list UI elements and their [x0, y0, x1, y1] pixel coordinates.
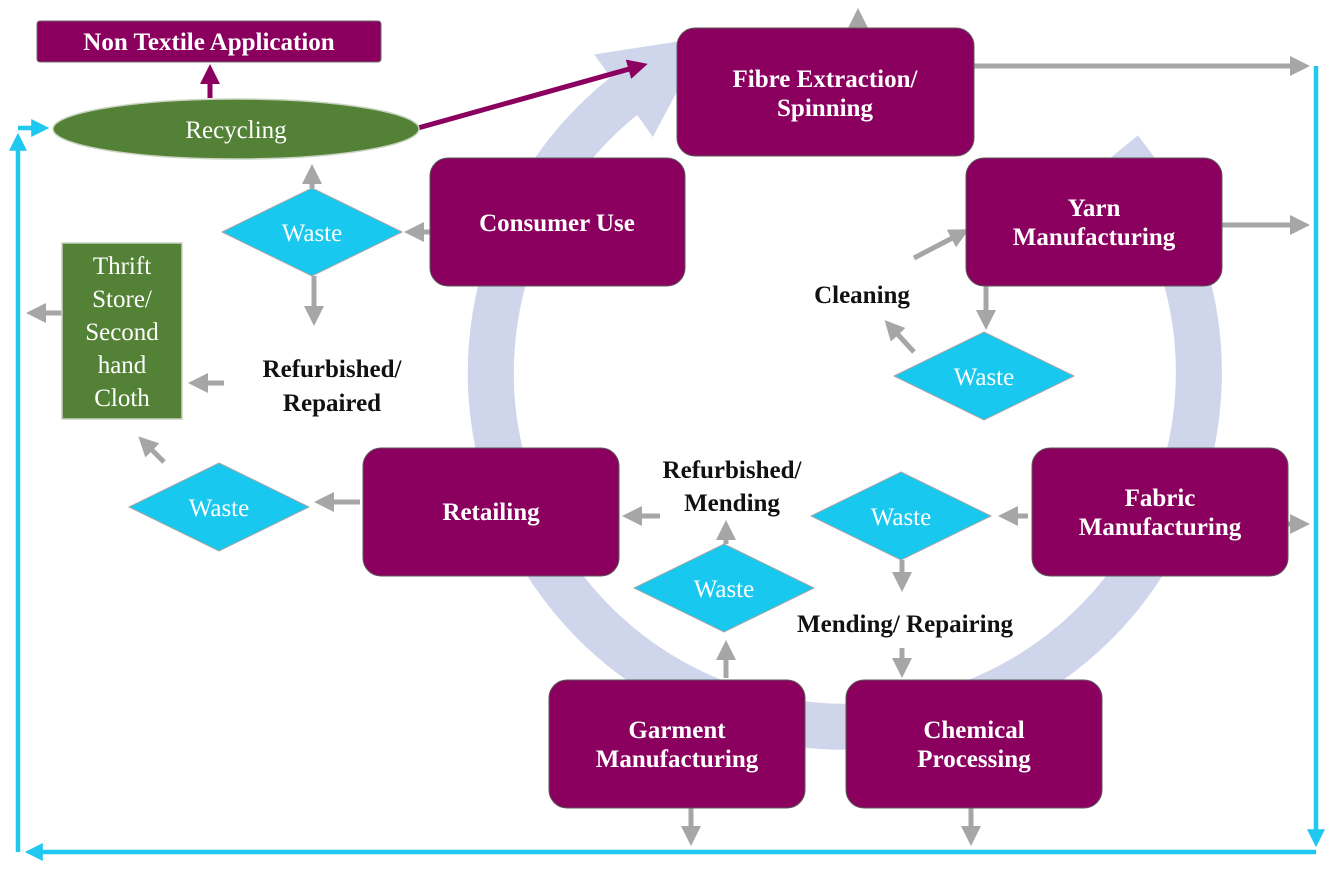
retailing-label: Retailing [442, 499, 540, 526]
waste-retail-label: Waste [189, 495, 249, 522]
fabric-label-line2: Manufacturing [1079, 514, 1242, 541]
outer-loop [9, 66, 1325, 861]
cleaning-label: Cleaning [814, 282, 910, 309]
fibre-label-line1: Fibre Extraction/ [733, 66, 919, 93]
non-textile-label: Non Textile Application [83, 29, 335, 56]
thrift-line2: Store/ [92, 286, 152, 313]
garment-manufacturing-box: Garment Manufacturing [548, 679, 806, 809]
waste-diamond-consumer: Waste [220, 187, 404, 277]
waste-garment-label: Waste [694, 576, 754, 603]
yarn-label-line1: Yarn [1068, 195, 1121, 222]
thrift-line4: hand [98, 352, 147, 379]
fabric-label-line1: Fabric [1125, 485, 1196, 512]
waste-diamond-garment: Waste [632, 543, 816, 633]
chemical-processing-box: Chemical Processing [845, 679, 1103, 809]
garment-label-line2: Manufacturing [596, 746, 759, 773]
refurbished-repaired-line2: Repaired [283, 390, 381, 417]
consumer-use-label: Consumer Use [479, 210, 635, 237]
thrift-line1: Thrift [93, 253, 151, 280]
recycling-node: Recycling [52, 98, 420, 160]
non-textile-application-box: Non Textile Application [36, 20, 382, 63]
fibre-label-line2: Spinning [777, 95, 873, 122]
recycling-arrows [200, 59, 648, 131]
chemical-label-line2: Processing [917, 746, 1031, 773]
grey-arrows [26, 8, 1310, 846]
thrift-line5: Cloth [94, 385, 150, 412]
refurbished-mending-line2: Mending [684, 490, 780, 517]
refurbished-repaired-line1: Refurbished/ [263, 356, 403, 383]
mending-repairing-label: Mending/ Repairing [797, 611, 1013, 638]
consumer-use-box: Consumer Use [429, 157, 686, 287]
waste-diamond-fabric: Waste [809, 471, 993, 561]
thrift-line3: Second [85, 319, 159, 346]
waste-fabric-label: Waste [871, 504, 931, 531]
waste-diamond-yarn: Waste [892, 331, 1076, 421]
yarn-manufacturing-box: Yarn Manufacturing [965, 157, 1223, 287]
thrift-store-box: Thrift Store/ Second hand Cloth [61, 242, 183, 420]
waste-diamond-retail: Waste [127, 462, 311, 552]
fibre-extraction-box: Fibre Extraction/ Spinning [676, 27, 975, 157]
yarn-label-line2: Manufacturing [1013, 224, 1176, 251]
chemical-label-line1: Chemical [923, 717, 1024, 744]
retailing-box: Retailing [362, 447, 620, 577]
recycling-label: Recycling [185, 117, 287, 144]
waste-consumer-label: Waste [282, 220, 342, 247]
waste-yarn-label: Waste [954, 364, 1014, 391]
garment-label-line1: Garment [628, 717, 726, 744]
fabric-manufacturing-box: Fabric Manufacturing [1031, 447, 1289, 577]
refurbished-mending-line1: Refurbished/ [663, 457, 803, 484]
